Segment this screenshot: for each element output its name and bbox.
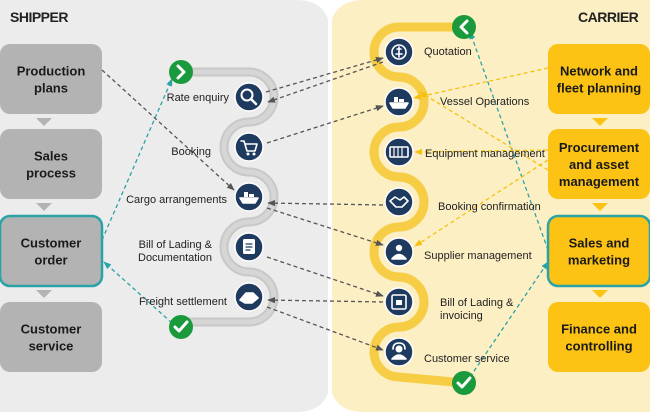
carrier-box-label: fleet planning xyxy=(557,81,642,96)
production-plans-to-cargo-arrow xyxy=(101,69,235,191)
procurement-to-vessel-operations-arrow xyxy=(419,91,549,171)
fleet-planning-to-vessel-operations-arrow xyxy=(413,67,549,100)
shipper-step-label: Freight settlement xyxy=(139,296,227,308)
shipper-box-3: Customer order xyxy=(0,214,104,288)
shipper-flow-chevron xyxy=(36,290,52,298)
carrier-step-label: Customer service xyxy=(424,353,510,365)
carrier-step-node xyxy=(384,187,414,217)
carrier-step-label: Bill of Lading & xyxy=(440,297,514,309)
carrier-start-marker xyxy=(452,15,476,39)
shipper-box-label: Customer xyxy=(21,236,82,251)
carrier-step-node xyxy=(384,237,414,267)
carrier-step-label: invoicing xyxy=(440,310,483,322)
booking-to-vessel-operations-arrow xyxy=(266,105,384,144)
vessel-icon xyxy=(389,97,409,109)
shipper-box-label: Customer xyxy=(21,322,82,337)
shipper-box-label: Sales xyxy=(34,149,68,164)
shipper-end-check-icon xyxy=(169,315,193,339)
shipper-box-2: Sales process xyxy=(0,129,102,199)
carrier-step-label: Vessel Operations xyxy=(440,96,530,108)
shipper-start-marker xyxy=(169,60,193,84)
booking-confirmation-to-cargo-arrow xyxy=(267,200,384,207)
shipper-step-3: Cargo arrangements xyxy=(126,182,264,212)
service-icon xyxy=(391,342,407,360)
shipper-title: SHIPPER xyxy=(10,9,68,25)
service-to-sales-marketing-arrow xyxy=(469,261,549,378)
procurement-to-equipment-arrow xyxy=(414,148,549,156)
carrier-box-label: marketing xyxy=(568,253,630,268)
shipper-flow-chevron xyxy=(36,203,52,211)
payment-icon xyxy=(239,292,259,304)
carrier-step-label: Supplier management xyxy=(424,250,532,262)
carrier-box-label: Network and xyxy=(560,64,638,79)
carrier-step-1: Quotation xyxy=(384,37,472,67)
rate-enquiry-to-quotation-arrow xyxy=(265,56,384,93)
shipper-step-label: Booking xyxy=(171,146,211,158)
cart-icon xyxy=(240,140,258,156)
carrier-title: CARRIER xyxy=(578,9,639,25)
carrier-step-4: Booking confirmation xyxy=(384,187,541,217)
documentation-to-invoicing-arrow xyxy=(266,256,384,297)
shipper-box-label: plans xyxy=(34,81,68,96)
carrier-flow-chevron xyxy=(592,290,608,298)
carrier-box-label: controlling xyxy=(565,339,632,354)
search-icon xyxy=(240,88,258,106)
invoicing-to-freight-settlement-arrow xyxy=(267,297,384,304)
ship-icon xyxy=(239,192,259,204)
shipper-step-2: Booking xyxy=(171,132,264,162)
carrier-box-2: Procurement and asset management xyxy=(548,129,650,199)
carrier-step-node xyxy=(384,137,414,167)
carrier-box-4: Finance and controlling xyxy=(548,302,650,372)
cargo-to-supplier-arrow xyxy=(266,207,384,246)
carrier-box-label: management xyxy=(559,174,640,189)
carrier-box-label: Sales and xyxy=(569,236,630,251)
carrier-flow-chevron xyxy=(592,118,608,126)
shipper-box-1: Production plans xyxy=(0,44,102,114)
settlement-to-customer-order-arrow xyxy=(103,261,173,324)
carrier-end-check-icon xyxy=(452,371,476,395)
quotation-to-rate-enquiry-arrow xyxy=(267,61,384,103)
document-icon xyxy=(243,239,255,254)
customer-order-to-rate-enquiry-arrow xyxy=(101,78,173,241)
shipper-box-label: process xyxy=(26,166,76,181)
shipper-box-label: service xyxy=(29,339,74,354)
container-icon xyxy=(389,146,409,158)
handshake-icon xyxy=(389,196,409,208)
shipper-step-label: Cargo arrangements xyxy=(126,194,227,206)
carrier-step-label: Quotation xyxy=(424,46,472,58)
carrier-process-track xyxy=(369,22,469,388)
shipper-box-label: order xyxy=(34,253,67,268)
carrier-box-label: Finance and xyxy=(561,322,637,337)
carrier-step-6: Bill of Lading &invoicing xyxy=(384,287,514,322)
sales-marketing-to-quotation-arrow xyxy=(469,31,549,251)
carrier-step-5: Supplier management xyxy=(384,237,532,267)
carrier-step-2: Vessel Operations xyxy=(384,87,530,117)
shipper-box-label: Production xyxy=(17,64,86,79)
shipper-step-label: Rate enquiry xyxy=(167,92,230,104)
shipper-step-label: Documentation xyxy=(138,252,212,264)
carrier-step-7: Customer service xyxy=(384,337,510,367)
shipper-box-4: Customer service xyxy=(0,302,102,372)
carrier-box-label: Procurement xyxy=(559,140,640,155)
shipper-step-node xyxy=(234,82,264,112)
carrier-box-1: Network and fleet planning xyxy=(548,44,650,114)
shipper-step-1: Rate enquiry xyxy=(167,82,264,112)
shipper-step-4: Bill of Lading &Documentation xyxy=(138,232,264,264)
shipper-flow-chevron xyxy=(36,118,52,126)
procurement-to-supplier-arrow xyxy=(414,159,549,247)
supplier-icon xyxy=(391,244,407,260)
carrier-step-label: Equipment management xyxy=(425,148,545,160)
carrier-step-label: Booking confirmation xyxy=(438,201,541,213)
invoice-icon xyxy=(391,294,407,310)
carrier-box-3: Sales and marketing xyxy=(546,214,650,288)
carrier-box-label: and asset xyxy=(569,157,630,172)
carrier-flow-chevron xyxy=(592,203,608,211)
quotation-icon xyxy=(391,44,407,60)
shipper-step-5: Freight settlement xyxy=(139,282,264,312)
shipper-step-label: Bill of Lading & xyxy=(139,239,213,251)
carrier-step-3: Equipment management xyxy=(384,137,545,167)
shipper-step-node xyxy=(234,132,264,162)
